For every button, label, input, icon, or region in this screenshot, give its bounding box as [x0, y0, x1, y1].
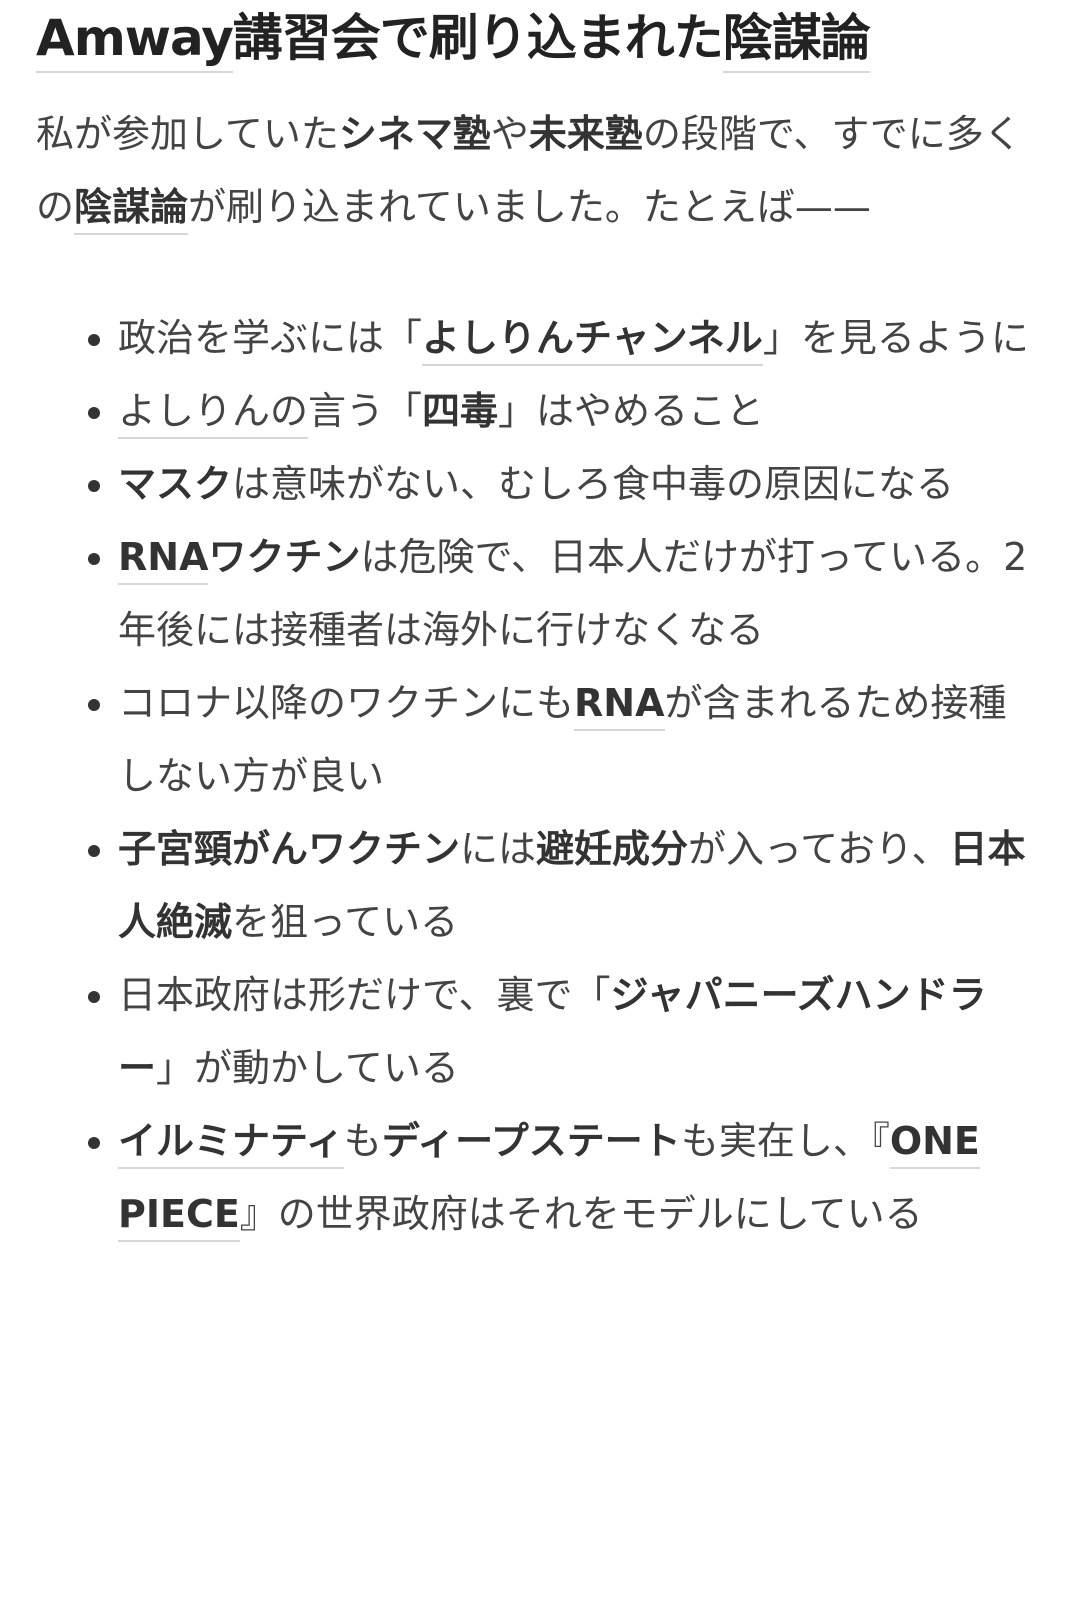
text-segment: 」が動かしている: [156, 1046, 459, 1090]
list-item: 政治を学ぶには「よしりんチャンネル」を見るように: [118, 302, 1040, 375]
text-segment: には: [460, 827, 537, 871]
inline-link[interactable]: イルミナティ: [118, 1119, 344, 1169]
text-segment: 』の世界政府はそれをモデルにしている: [239, 1192, 923, 1236]
text-segment: が刷り込まれていました。たとえば——: [188, 185, 871, 229]
bold-text[interactable]: RNA: [118, 535, 209, 579]
list-item: 子宮頸がんワクチンには避妊成分が入っており、日本人絶滅を狙っている: [118, 813, 1040, 959]
bold-text: 避妊成分: [536, 827, 689, 871]
bold-text: 四毒: [422, 389, 499, 433]
bold-text: ワクチン: [208, 535, 361, 579]
bold-text[interactable]: 陰謀論: [74, 185, 189, 229]
list-item: コロナ以降のワクチンにもRNAが含まれるため接種しない方が良い: [118, 667, 1040, 813]
intro-paragraph: 私が参加していたシネマ塾や未来塾の段階で、すでに多くの陰謀論が刷り込まれていまし…: [36, 98, 1040, 244]
bold-text[interactable]: イルミナティ: [118, 1119, 344, 1163]
text-segment: コロナ以降のワクチンにも: [118, 681, 575, 725]
text-segment: を狙っている: [232, 900, 459, 944]
list-item: RNAワクチンは危険で、日本人だけが打っている。2年後には接種者は海外に行けなく…: [118, 521, 1040, 667]
inline-link[interactable]: RNA: [118, 535, 209, 585]
bold-text: シネマ塾: [338, 112, 491, 156]
text-segment: 」はやめること: [498, 389, 765, 433]
text-segment: も実在し、『: [680, 1119, 890, 1163]
bold-text: ジャパニーズハンドラー: [118, 973, 987, 1090]
text-segment: 私が参加していた: [36, 112, 339, 156]
text-segment: も: [343, 1119, 382, 1163]
bold-text: 日本人絶滅: [118, 827, 1026, 944]
text-segment: 講習会で刷り込まれた: [232, 9, 724, 67]
bold-text[interactable]: よしりんチャンネル: [422, 316, 763, 360]
inline-link[interactable]: 陰謀論: [74, 185, 189, 235]
text-segment: の段階で、すでに多くの: [36, 112, 1022, 229]
bold-text[interactable]: RNA: [574, 681, 665, 725]
text-segment: や: [490, 112, 529, 156]
list-item: 日本政府は形だけで、裏で「ジャパニーズハンドラー」が動かしている: [118, 959, 1040, 1105]
article: Amway講習会で刷り込まれた陰謀論 私が参加していたシネマ塾や未来塾の段階で、…: [0, 0, 1080, 1251]
bold-text: マスク: [118, 462, 233, 506]
inline-link[interactable]: よしりんの: [118, 389, 309, 439]
text-segment: 政治を学ぶには「: [118, 316, 423, 360]
text-segment: は意味がない、むしろ食中毒の原因になる: [232, 462, 955, 506]
text-segment: が入っており、: [688, 827, 950, 871]
bold-text[interactable]: ONE PIECE: [118, 1119, 980, 1236]
inline-link[interactable]: RNA: [574, 681, 665, 731]
inline-link[interactable]: ONE PIECE: [118, 1119, 980, 1242]
text-segment: が含まれるため接種しない方が良い: [118, 681, 1007, 798]
inline-link[interactable]: 陰謀論: [722, 9, 871, 73]
text-segment: 」を見るように: [762, 316, 1029, 360]
bold-text: 子宮頸がんワクチン: [118, 827, 461, 871]
list-item: イルミナティもディープステートも実在し、『ONE PIECE』の世界政府はそれを…: [118, 1105, 1040, 1251]
text-segment: は危険で、日本人だけが打っている。2年後には接種者は海外に行けなくなる: [118, 535, 1028, 652]
bold-text: ディープステート: [381, 1119, 681, 1163]
text-segment: 日本政府は形だけで、裏で「: [118, 973, 611, 1017]
list-item: よしりんの言う「四毒」はやめること: [118, 375, 1040, 448]
conspiracy-list: 政治を学ぶには「よしりんチャンネル」を見るように よしりんの言う「四毒」はやめる…: [36, 302, 1040, 1251]
bold-text: 未来塾: [528, 112, 643, 156]
inline-link[interactable]: よしりんチャンネル: [422, 316, 763, 366]
list-item: マスクは意味がない、むしろ食中毒の原因になる: [118, 448, 1040, 521]
text-segment: 言う「: [308, 389, 423, 433]
article-heading: Amway講習会で刷り込まれた陰謀論: [36, 0, 1040, 73]
inline-link[interactable]: Amway: [36, 9, 234, 73]
